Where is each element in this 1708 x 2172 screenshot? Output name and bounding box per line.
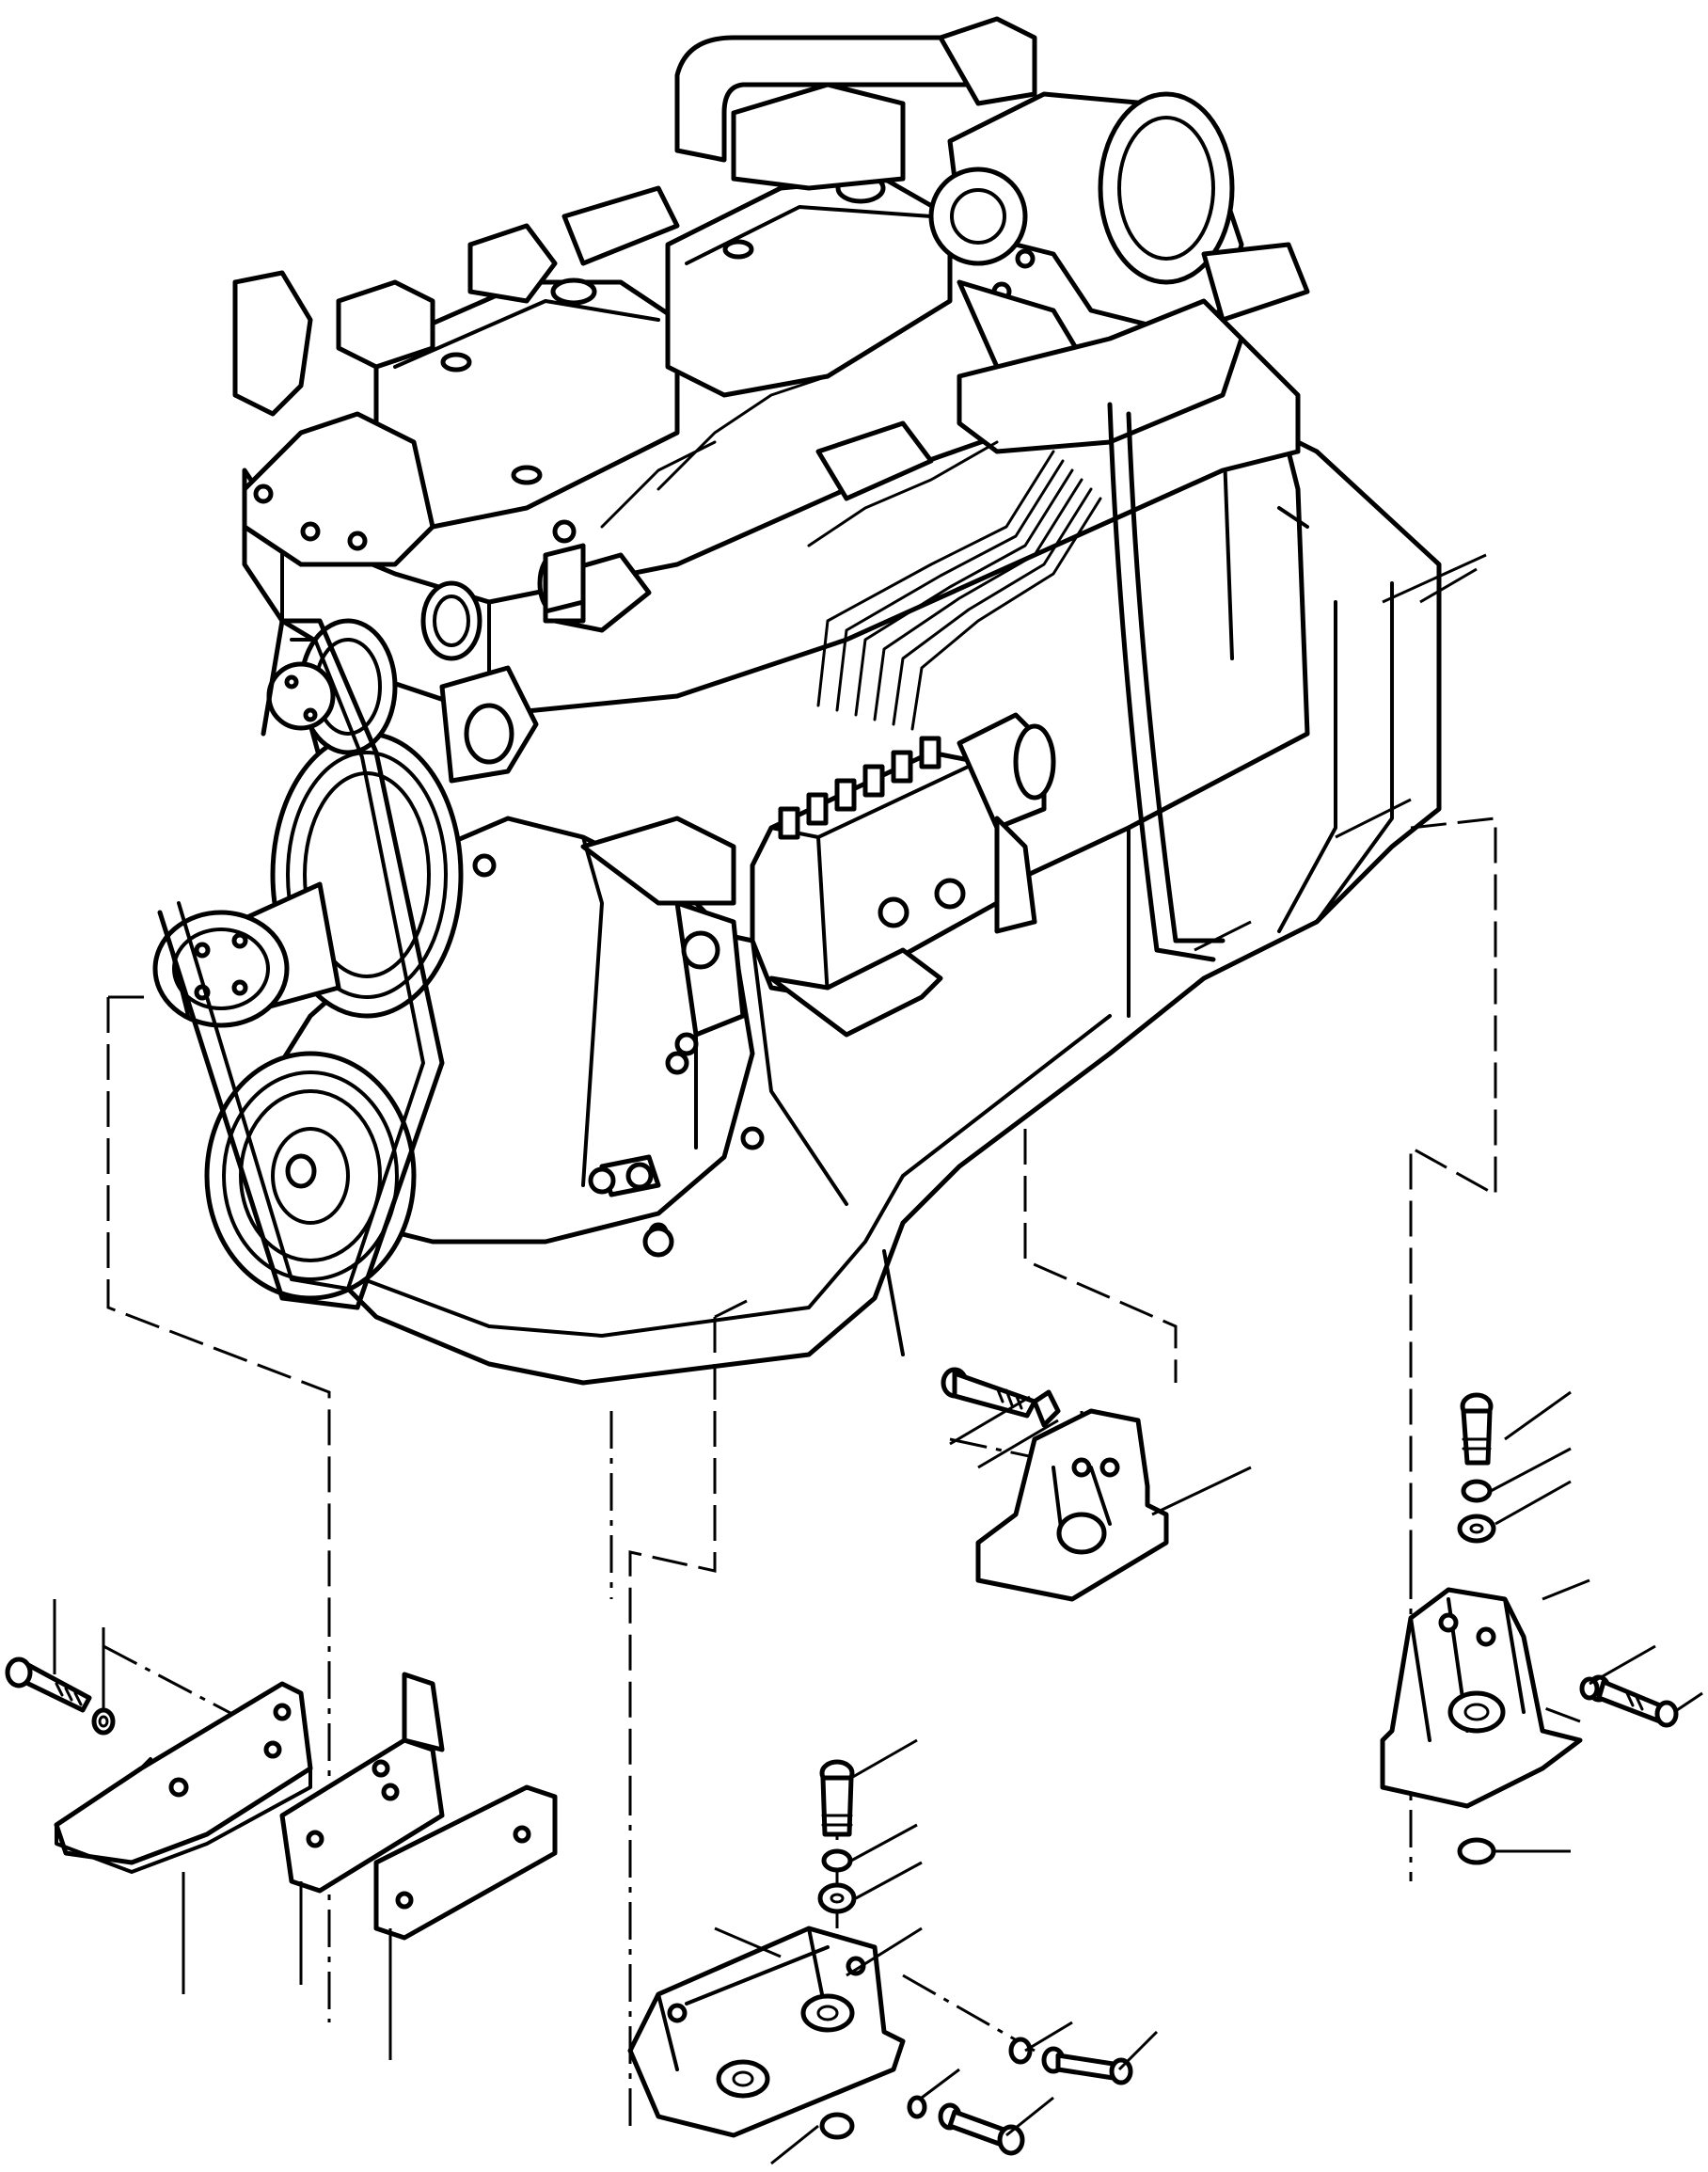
bolt-icon [5,1657,92,1713]
leader-lines [1194,553,1487,952]
exhaust-manifold [957,298,1244,454]
injection-pump [750,712,1056,1038]
washer-icon [1461,1479,1493,1503]
fan-pulley [152,731,464,1028]
rear-right-mount [1380,1390,1703,1865]
long-bracket [54,1681,313,1865]
drive-belt [157,618,445,1310]
bolt-icon [819,1759,855,1837]
bolt-icon [1008,2037,1133,2085]
rear-center-mount [627,1738,1159,2165]
intake-block [242,411,435,567]
crankshaft-pulley [204,1051,417,1301]
flat-plate [373,1784,558,1941]
rocker-cover-rear [665,176,953,398]
washer-icon [91,1707,116,1736]
bolt-icon [941,1367,1037,1419]
bolt-icon [1587,1674,1679,1728]
bolt-icon [907,2095,1025,2156]
rear-center-bracket [627,1926,906,2138]
washer-icon [821,1848,853,1873]
washer-icon [1032,1389,1061,1428]
injector-lines [600,374,1102,731]
turbocharger [928,91,1244,436]
front-center-mount [941,1367,1252,1602]
front-left-mount [5,1599,558,2060]
bolt-icon [1460,1392,1494,1466]
engine-assembly [152,16,1442,1386]
